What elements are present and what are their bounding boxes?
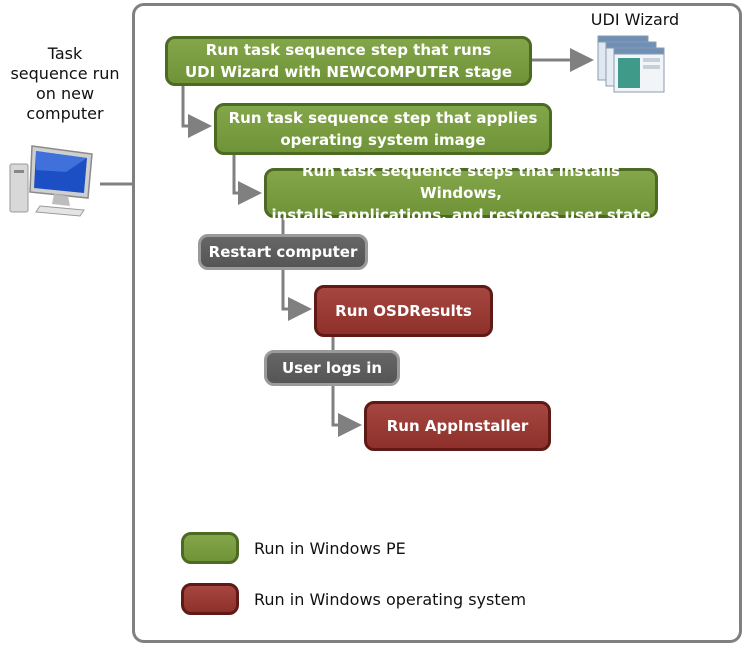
step-run-udi-wizard[interactable]: Run task sequence step that runs UDI Wiz…	[165, 36, 532, 86]
connector-2-3	[232, 154, 262, 205]
wizard-windows-icon	[596, 32, 668, 96]
legend-label-windows-pe: Run in Windows PE	[254, 539, 406, 558]
computer-icon	[6, 140, 102, 220]
legend-swatch-windows-os	[181, 583, 239, 615]
step-install-windows[interactable]: Run task sequence steps that installs Wi…	[264, 162, 658, 224]
connector-1-2	[181, 84, 212, 138]
step-apply-os-image[interactable]: Run task sequence step that applies oper…	[214, 103, 552, 155]
step-run-osdresults[interactable]: Run OSDResults	[314, 285, 493, 337]
step-run-appinstaller[interactable]: Run AppInstaller	[364, 401, 551, 451]
legend-label-windows-os: Run in Windows operating system	[254, 590, 527, 609]
step-user-logs-in[interactable]: User logs in	[264, 350, 400, 386]
step-restart-computer[interactable]: Restart computer	[198, 234, 368, 270]
computer-label: Task sequence run on new computer	[10, 44, 120, 123]
diagram-frame	[132, 3, 742, 643]
wizard-label: UDI Wizard	[590, 10, 680, 29]
legend-swatch-windows-pe	[181, 532, 239, 564]
